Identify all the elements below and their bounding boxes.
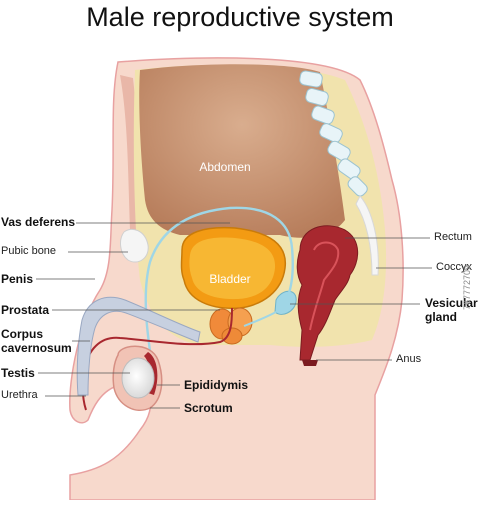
testis-organ [121,357,155,399]
leader-lines [36,222,432,409]
bladder-label: Bladder [209,272,251,286]
ejaculatory-duct [243,311,277,327]
scrotum-label: Scrotum [184,401,233,415]
epididymis-label: Epididymis [184,378,249,392]
corpus-cavernosum-label-line1: Corpus [1,327,43,341]
spine [299,70,368,197]
prostata-label: Prostata [1,303,50,317]
urethra-label: Urethra [1,389,38,401]
prostate-organ [209,307,253,345]
pubic-bone [120,228,149,263]
abdominal-wall [120,75,138,230]
watermark-id: 767772709 [462,264,472,310]
testis-label: Testis [1,366,35,380]
page-title: Male reproductive system [86,2,394,32]
coccyx-bone [355,195,379,276]
rectum-label: Rectum [434,231,472,243]
anus-label: Anus [396,353,422,365]
seminal-vesicle [274,290,297,315]
vesicular-gland-label-line1: Vesicular [425,296,478,310]
abdomen-cavity [139,64,345,238]
rectum-lumen [309,241,340,331]
coccyx-label: Coccyx [436,261,473,273]
abdomen-label: Abdomen [199,160,251,174]
bladder-inner [189,237,276,300]
pubic-bone-label: Pubic bone [1,245,57,257]
corpus-cavernosum-body [76,296,201,396]
penis-label: Penis [1,272,34,286]
corpus-cavernosum-label-line2: cavernosum [1,341,72,355]
anus-opening [302,360,318,366]
rectum-organ [296,225,359,361]
vas-deferens-label: Vas deferens [1,215,76,229]
vesicular-gland-label-line2: gland [425,310,457,324]
